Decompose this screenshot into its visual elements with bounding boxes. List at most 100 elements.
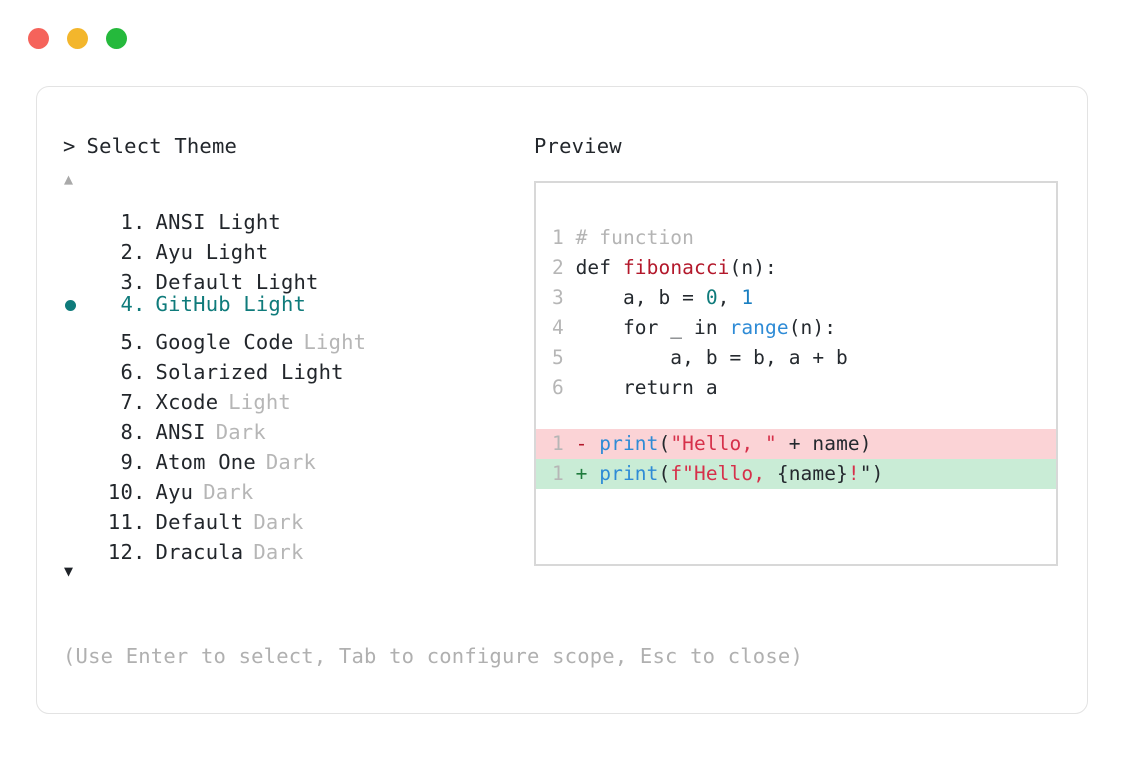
theme-list-item[interactable]: 3.Default Light [63, 259, 533, 294]
theme-list-item[interactable]: 10. Ayu Dark [63, 469, 533, 504]
code-token: "Hello, " [670, 432, 777, 455]
code-blank-line [536, 403, 1056, 429]
theme-item-number-dot: . [133, 330, 146, 354]
theme-item-name: Dracula [155, 540, 244, 564]
theme-item-number-dot: . [133, 270, 146, 294]
diff-minus-sign: - [575, 432, 588, 455]
code-line-number: 1 [552, 226, 564, 249]
theme-item-number: 1 [120, 210, 133, 234]
theme-item-variant-label: Dark [215, 420, 266, 444]
theme-item-number-dot: . [133, 390, 146, 414]
theme-item-number-dot: . [133, 480, 146, 504]
preview-label: Preview [534, 134, 622, 158]
code-token: for _ in [575, 316, 730, 339]
code-line: 6 return a [536, 373, 1056, 403]
code-token: # function [575, 226, 694, 249]
selection-bullet-cell [63, 529, 89, 559]
code-line-number: 6 [552, 376, 564, 399]
theme-item-number: 8 [120, 420, 133, 444]
theme-item-number-dot: . [133, 450, 146, 474]
diff-removed-line: 1 - print("Hello, " + name) [536, 429, 1056, 459]
theme-item-number-dot: . [133, 510, 146, 534]
theme-item-number-dot: . [133, 210, 146, 234]
code-line-number: 4 [552, 316, 564, 339]
theme-item-number: 9 [120, 450, 133, 474]
theme-item-name: Google Code [155, 330, 294, 354]
code-token: return a [575, 376, 718, 399]
code-line-number: 2 [552, 256, 564, 279]
theme-item-name: Default Light [155, 270, 319, 294]
minimize-dot[interactable] [67, 28, 88, 49]
theme-item-variant-label: Dark [253, 510, 304, 534]
theme-list-item[interactable]: 6.Solarized Light [63, 349, 533, 384]
code-line: 4 for _ in range(n): [536, 313, 1056, 343]
code-line-number: 1 [552, 462, 564, 485]
theme-item-name: GitHub Light [155, 292, 307, 316]
code-token: print [599, 462, 659, 485]
selection-bullet-cell [63, 469, 89, 499]
code-token: fibonacci [622, 256, 730, 279]
theme-item-number-dot: . [133, 292, 146, 316]
selection-bullet-cell [63, 349, 89, 379]
theme-item-number: 2 [120, 240, 133, 264]
diff-plus-sign: + [575, 462, 588, 485]
selection-bullet-cell [63, 439, 89, 469]
code-line: 2 def fibonacci(n): [536, 253, 1056, 283]
code-token: + name) [776, 432, 872, 455]
theme-item-number: 6 [120, 360, 133, 384]
selection-bullet-cell [63, 379, 89, 409]
code-token: (n): [788, 316, 837, 339]
theme-item-name: Ayu [155, 480, 194, 504]
code-token: {name} [776, 462, 848, 485]
window-traffic-lights [28, 28, 127, 49]
theme-item-variant-label: Dark [253, 540, 304, 564]
theme-item-variant-label: Light [228, 390, 291, 414]
close-dot[interactable] [28, 28, 49, 49]
selection-bullet-cell [63, 409, 89, 439]
selected-bullet-icon [65, 300, 76, 311]
theme-item-number: 11 [107, 510, 133, 534]
scroll-down-icon[interactable]: ▼ [64, 562, 74, 580]
theme-list-item[interactable]: 1.ANSI Light [63, 199, 533, 234]
code-line-number: 1 [552, 432, 564, 455]
selection-bullet-cell [63, 199, 89, 229]
theme-list-item[interactable]: 11. Default Dark [63, 499, 533, 534]
theme-item-name: Default [155, 510, 244, 534]
code-token: 1 [741, 286, 754, 309]
scroll-up-icon[interactable]: ▲ [64, 170, 74, 188]
code-line: 1 # function [536, 223, 1056, 253]
theme-item-name: ANSI [155, 420, 206, 444]
theme-item-number: 5 [120, 330, 133, 354]
code-token: a, b = [575, 286, 706, 309]
theme-list-item[interactable]: 9. Atom One Dark [63, 439, 533, 474]
code-line: 3 a, b = 0, 1 [536, 283, 1056, 313]
selector-header: > Select Theme [63, 133, 533, 159]
theme-item-number: 10 [107, 480, 133, 504]
code-line: 5 a, b = b, a + b [536, 343, 1056, 373]
selection-bullet-cell [63, 259, 89, 289]
code-token: 0 [705, 286, 718, 309]
theme-item-variant-label: Dark [203, 480, 254, 504]
selection-bullet-cell [63, 291, 89, 321]
code-token: ( [658, 462, 671, 485]
theme-list-item[interactable]: 4. GitHub Light [63, 289, 533, 319]
maximize-dot[interactable] [106, 28, 127, 49]
theme-item-number: 4 [120, 292, 133, 316]
theme-item-variant-label: Dark [265, 450, 317, 474]
theme-item-name: Atom One [155, 450, 256, 474]
code-token: a, b = b, a + b [575, 346, 848, 369]
theme-item-name: Solarized Light [155, 360, 344, 384]
selection-bullet-cell [63, 499, 89, 529]
theme-list-item[interactable]: 2.Ayu Light [63, 229, 533, 264]
code-token: range [729, 316, 789, 339]
